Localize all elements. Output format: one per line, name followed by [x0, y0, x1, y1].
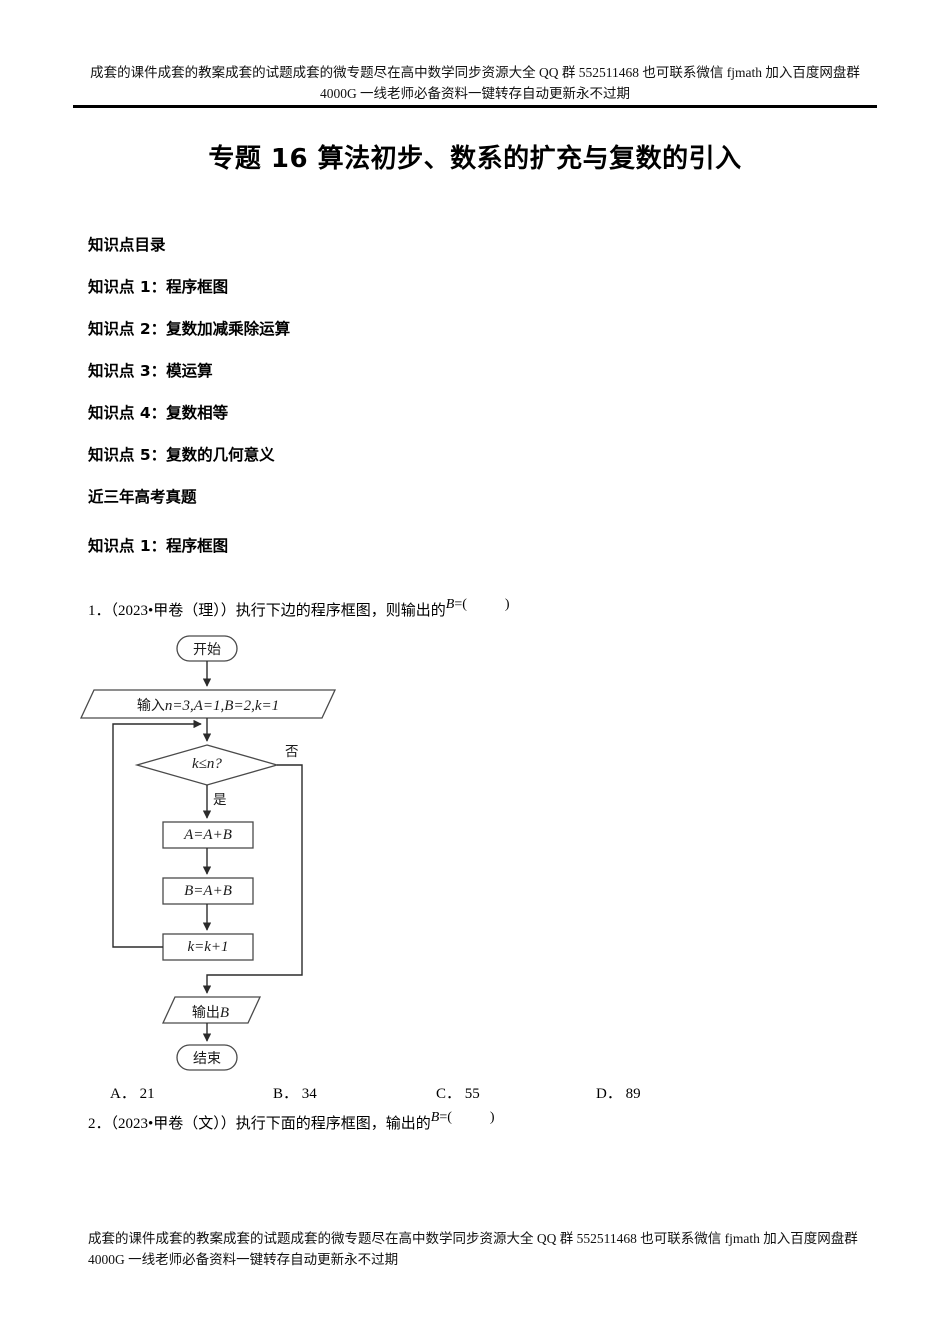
flow-edge-loopback — [112, 719, 202, 948]
answer-options-question-1: A． 21 B． 34 C． 55 D． 89 — [88, 1082, 788, 1104]
page-title: 专题 16 算法初步、数系的扩充与复数的引入 — [208, 144, 742, 174]
program-flowchart-question-1: 开始 输入n=3,A=1,B=2,k=1 k≤n? 否 是 A=A+B B=A+… — [80, 630, 410, 1080]
flow-shape-input — [80, 689, 337, 719]
toc-exam-heading: 近三年高考真题 — [88, 488, 197, 506]
question-1-source: （2023•甲卷（理）） — [110, 603, 236, 619]
option-d-key: D． — [596, 1086, 622, 1102]
toc-item-5: 知识点 5：复数的几何意义 — [88, 446, 275, 464]
flow-label-decision: k≤n? — [192, 756, 222, 772]
option-a-key: A． — [110, 1086, 136, 1102]
option-b-key: B． — [273, 1086, 299, 1102]
flow-label-input-body: n=3,A=1,B=2,k=1 — [164, 698, 280, 714]
option-a[interactable]: A． 21 — [110, 1082, 155, 1103]
flow-label-branch-yes: 是 — [213, 792, 227, 807]
option-c-key: C． — [436, 1086, 462, 1102]
toc-item-3: 知识点 3：模运算 — [88, 362, 213, 380]
footer-watermark-note: 成套的课件成套的教案成套的试题成套的微专题尽在高中数学同步资源大全 QQ 群 5… — [88, 1231, 858, 1267]
question-1-text: 执行下边的程序框图，则输出的 — [235, 603, 446, 619]
question-1-equation: B=() — [446, 594, 510, 616]
option-c-value: 55 — [464, 1086, 480, 1102]
option-a-value: 21 — [139, 1086, 155, 1102]
toc-heading: 知识点目录 — [88, 236, 166, 254]
section-heading-knowledge-point-1: 知识点 1：程序框图 — [88, 537, 229, 555]
option-b-value: 34 — [301, 1086, 317, 1102]
flow-shape-step1 — [162, 821, 254, 849]
header-divider-rule — [73, 105, 877, 108]
flow-shape-step2 — [162, 877, 254, 905]
flow-label-output-var: B — [219, 1005, 230, 1021]
flow-label-step1: A=A+B — [184, 827, 232, 843]
question-2-number: 2． — [88, 1116, 111, 1132]
question-1-number: 1． — [88, 603, 111, 619]
flow-label-input: 输入n=3,A=1,B=2,k=1 — [94, 695, 322, 715]
question-2-source: （2023•甲卷（文）） — [110, 1116, 236, 1132]
header-watermark-note: 成套的课件成套的教案成套的试题成套的微专题尽在高中数学同步资源大全 QQ 群 5… — [90, 65, 860, 101]
knowledge-point-list: 知识点目录 知识点 1：程序框图 知识点 2：复数加减乘除运算 知识点 3：模运… — [88, 224, 788, 518]
flow-label-start: 开始 — [193, 643, 221, 658]
toc-item-2: 知识点 2：复数加减乘除运算 — [88, 320, 291, 338]
question-2-equation: B=() — [431, 1107, 495, 1129]
option-d[interactable]: D． 89 — [596, 1082, 641, 1103]
option-c[interactable]: C． 55 — [436, 1082, 480, 1103]
option-d-value: 89 — [625, 1086, 641, 1102]
question-2-equation-tail: =( — [439, 1110, 452, 1125]
option-b[interactable]: B． 34 — [273, 1082, 317, 1103]
question-1-equation-tail: =( — [454, 597, 467, 612]
flow-edge-branch-no — [202, 764, 303, 994]
flow-label-end: 结束 — [193, 1052, 221, 1067]
question-1-equation-var: B — [445, 597, 455, 612]
flow-label-step3: k=k+1 — [187, 939, 229, 955]
flow-label-branch-no: 否 — [285, 744, 299, 759]
flow-label-output: 输出B — [168, 1002, 253, 1022]
question-2-text: 执行下面的程序框图，输出的 — [235, 1116, 431, 1132]
question-1: 1．（2023•甲卷（理））执行下边的程序框图，则输出的B=() — [88, 597, 510, 623]
toc-item-1: 知识点 1：程序框图 — [88, 278, 229, 296]
question-2-equation-close: ) — [489, 1110, 495, 1125]
flow-shape-step3 — [162, 933, 254, 961]
flow-shape-output — [161, 996, 262, 1024]
flow-label-input-prefix: 输入 — [136, 699, 165, 714]
flow-label-step2: B=A+B — [184, 883, 232, 899]
flow-shape-end — [176, 1044, 238, 1071]
question-1-equation-close: ) — [504, 597, 510, 612]
flowchart-canvas — [80, 635, 337, 1071]
flow-label-output-prefix: 输出 — [191, 1006, 220, 1021]
question-2-equation-var: B — [430, 1110, 440, 1125]
toc-item-4: 知识点 4：复数相等 — [88, 404, 229, 422]
question-2: 2．（2023•甲卷（文））执行下面的程序框图，输出的B=() — [88, 1110, 495, 1136]
